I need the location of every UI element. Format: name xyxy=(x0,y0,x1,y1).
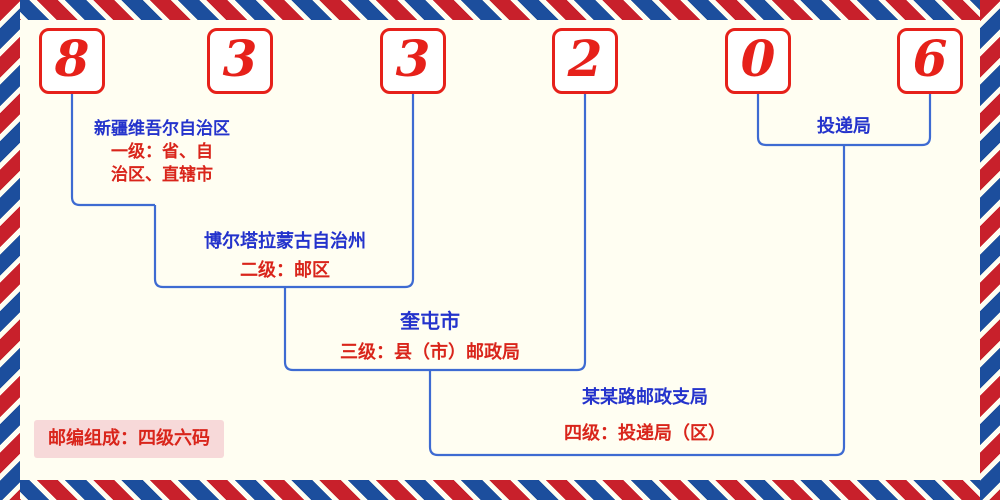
level-2-region-name: 博尔塔拉蒙古自治州 xyxy=(204,231,366,252)
level-4-office-name: 某某路邮政支局 xyxy=(582,387,708,408)
level-1-region-name: 新疆维吾尔自治区 xyxy=(94,119,230,139)
postal-digit-3: 3 xyxy=(395,29,431,88)
postal-digit-6: 6 xyxy=(912,29,948,88)
digit-box-4: 2 xyxy=(552,28,618,94)
level-2-label: 博尔塔拉蒙古自治州 二级：邮区 xyxy=(160,229,410,283)
digit-box-6: 6 xyxy=(897,28,963,94)
airmail-border-bottom xyxy=(0,480,1000,500)
airmail-border-left xyxy=(0,0,20,500)
level-3-region-name: 奎屯市 xyxy=(400,309,460,333)
digit-box-3: 3 xyxy=(380,28,446,94)
level-4-description: 四级：投递局（区） xyxy=(564,423,726,444)
level-1-description: 一级：省、自治区、直辖市 xyxy=(110,142,213,185)
level-3-label: 奎屯市 三级：县（市）邮政局 xyxy=(290,309,570,365)
postal-digit-4: 2 xyxy=(567,29,603,88)
delivery-office-label: 投递局 xyxy=(817,116,871,137)
digit-box-5: 0 xyxy=(725,28,791,94)
digit-box-2: 3 xyxy=(207,28,273,94)
level-2-description: 二级：邮区 xyxy=(240,260,330,281)
digit-box-1: 8 xyxy=(39,28,105,94)
airmail-border-top xyxy=(0,0,1000,20)
code-composition-badge: 邮编组成：四级六码 xyxy=(34,420,224,458)
postal-digit-1: 8 xyxy=(54,29,90,88)
level-3-description: 三级：县（市）邮政局 xyxy=(340,342,520,363)
postal-digit-5: 0 xyxy=(740,29,776,88)
airmail-border-right xyxy=(980,0,1000,500)
postal-digit-2: 3 xyxy=(222,29,258,88)
level-4-label: 某某路邮政支局 四级：投递局（区） xyxy=(505,386,785,446)
level-1-label: 新疆维吾尔自治区 一级：省、自治区、直辖市 xyxy=(52,118,272,187)
